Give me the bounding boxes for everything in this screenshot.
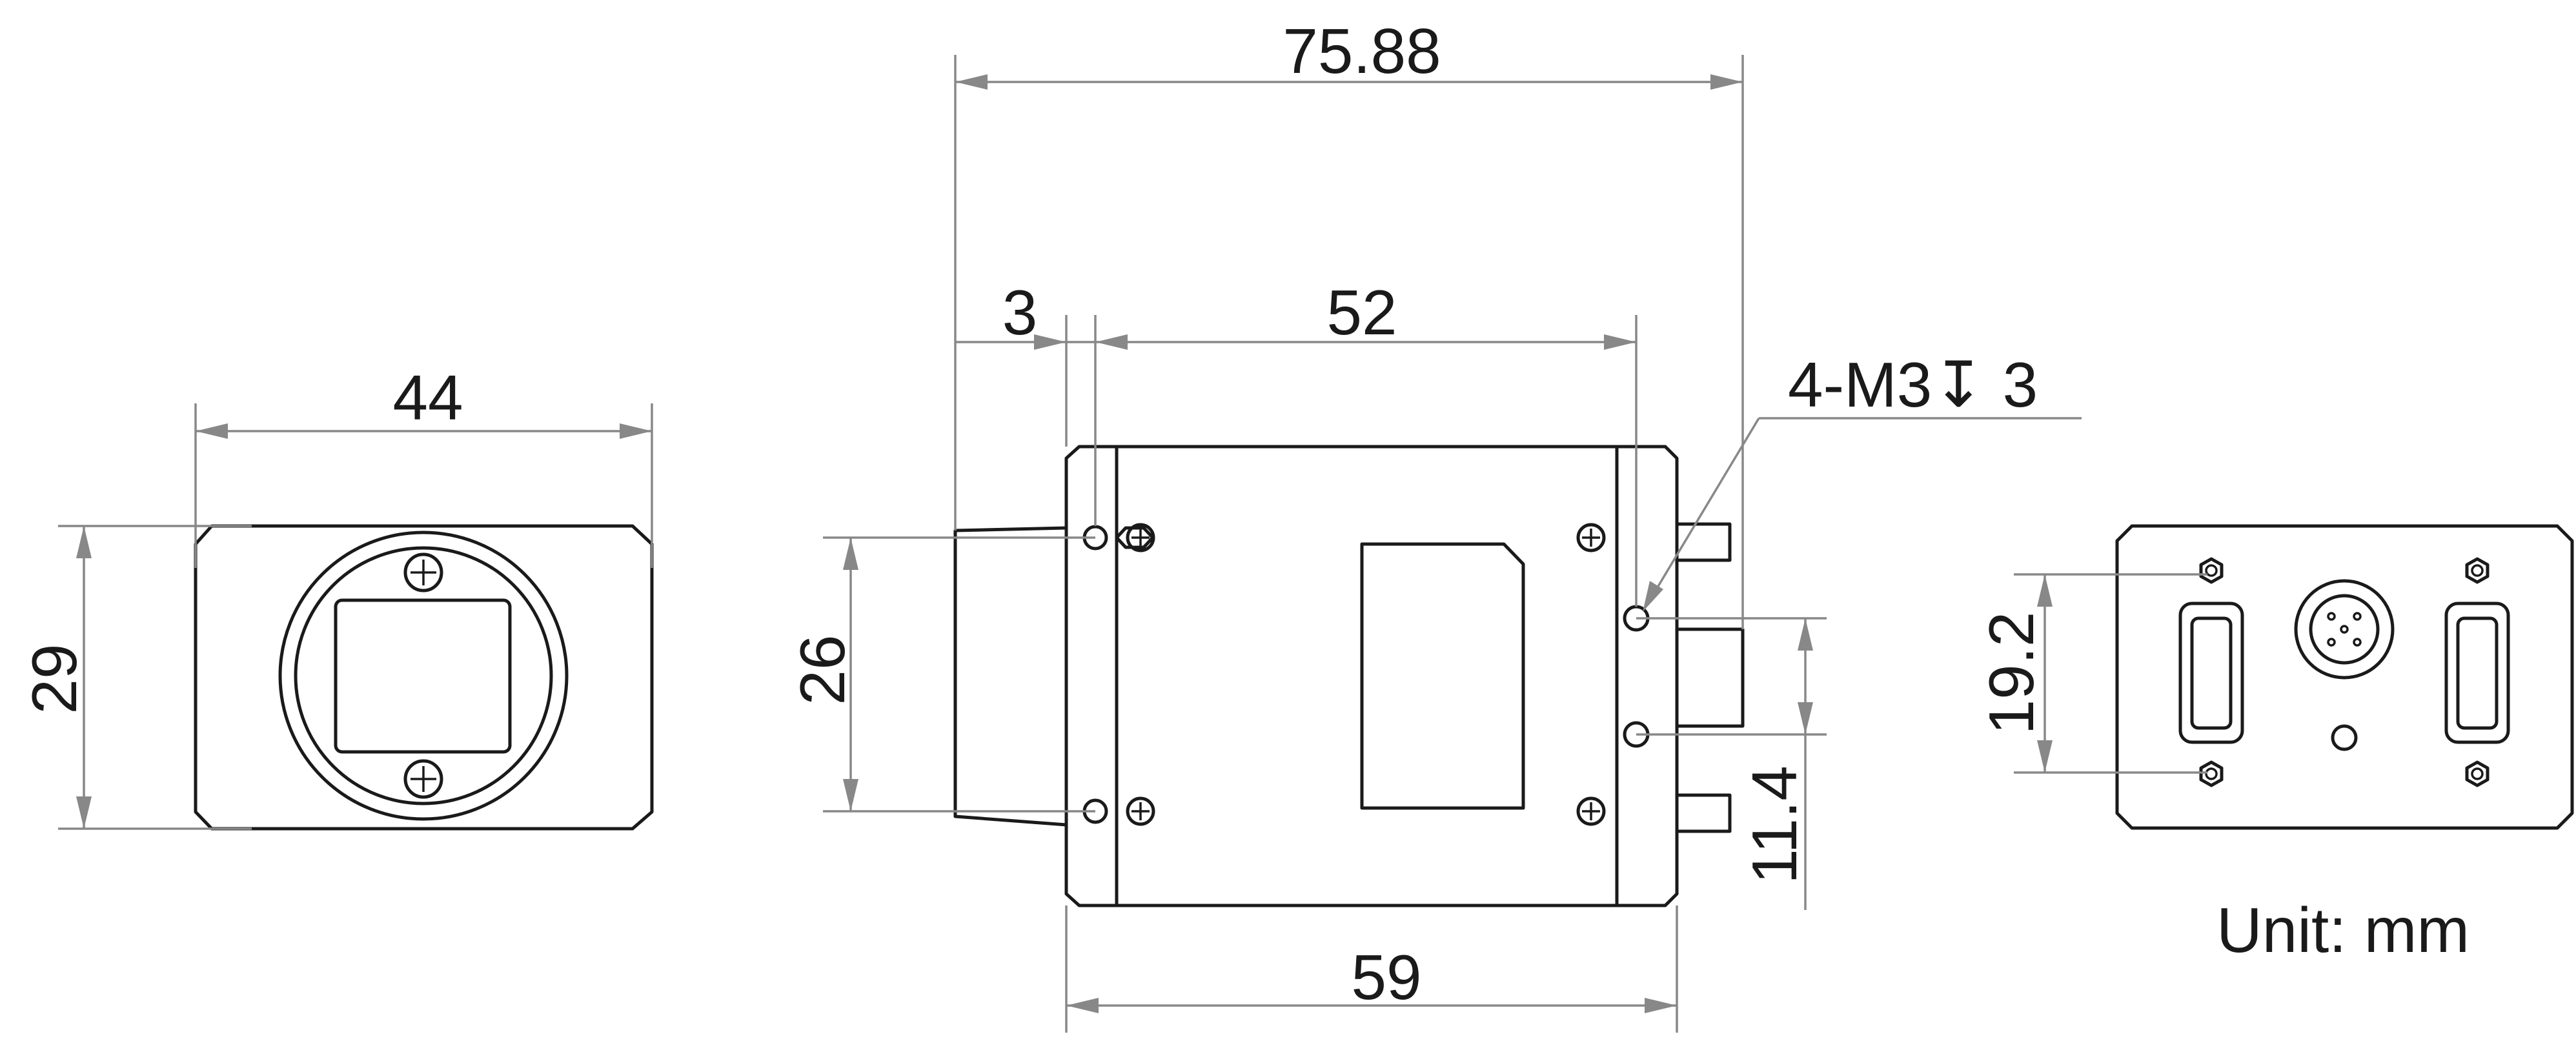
rear-view: 19.2 Unit: mm (1976, 524, 2574, 966)
dim-rear-connector-spacing (2014, 573, 2207, 774)
rear-status-led (2331, 724, 2358, 751)
rear-connector-middle (1677, 627, 1745, 728)
dim-front-width-label: 44 (392, 362, 463, 433)
dim-side-overall-length-label: 75.88 (1283, 15, 1441, 86)
dim-rear-connector-spacing-label: 19.2 (1976, 612, 2047, 735)
side-view: 75.88 3 52 59 26 (787, 15, 2082, 1033)
side-screw-front-top (1115, 523, 1155, 552)
front-screw-top (403, 552, 443, 592)
dim-front-height-label: 29 (19, 643, 90, 714)
rear-connector-top (1677, 522, 1732, 562)
dim-side-overall-length (954, 55, 1744, 629)
side-screw-front-bottom (1126, 796, 1155, 826)
dim-front-width (194, 403, 653, 568)
lens-mount-outer-ring (278, 531, 569, 821)
rear-body-outline (2115, 524, 2574, 830)
side-screw-rear-top (1576, 523, 1606, 552)
dim-side-hole-spacing-x (955, 315, 1638, 607)
unit-label: Unit: mm (2216, 895, 2470, 966)
rear-hex-nut-right-top (2465, 557, 2490, 584)
dim-side-hole-spacing-x-label: 52 (1326, 277, 1397, 348)
front-view: 44 29 (19, 362, 654, 831)
rear-hex-nut-left-top (2199, 557, 2224, 584)
dim-side-hole-spacing-y (823, 536, 1095, 813)
side-lens-mount (953, 526, 1067, 827)
front-body-outline (194, 524, 654, 831)
dim-side-body-length (1065, 905, 1678, 1033)
front-screw-bottom (403, 759, 443, 799)
dim-side-offset-label: 3 (1002, 277, 1038, 348)
rear-dsub-connector-left (2178, 602, 2244, 744)
thread-callout-leader (1643, 417, 2082, 612)
thread-callout-label: 4-M3↧ 3 (1788, 349, 2038, 420)
dim-side-rear-hole-spacing-label: 11.4 (1739, 765, 1810, 884)
dim-front-height (58, 525, 252, 830)
side-label-plate (1360, 542, 1525, 810)
dim-side-body-length-label: 59 (1351, 942, 1421, 1013)
side-screw-rear-bottom (1576, 796, 1606, 826)
lens-mount-inner-ring (294, 546, 553, 805)
image-sensor-window (334, 598, 512, 754)
rear-dsub-connector-right (2444, 602, 2510, 744)
rear-hex-nut-right-bottom (2465, 760, 2490, 787)
side-body-outline (1064, 445, 1679, 907)
dim-side-rear-hole-spacing (1636, 617, 1827, 910)
dim-side-hole-spacing-y-label: 26 (787, 634, 858, 705)
rear-connector-bottom (1677, 793, 1732, 833)
rear-hex-nut-left-bottom (2199, 760, 2224, 787)
rear-power-connector (2294, 579, 2395, 680)
